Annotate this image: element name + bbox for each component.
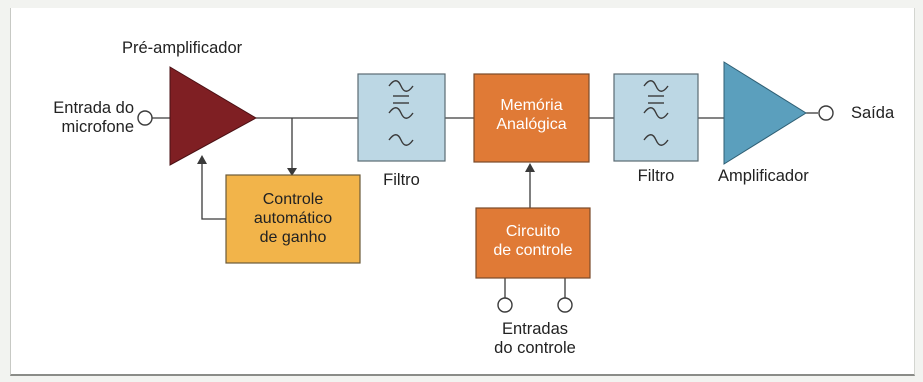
agc-label-line1: Controle [262, 191, 324, 208]
control-circuit-label-line2: de controle [493, 242, 573, 259]
diagram-frame [10, 8, 915, 376]
memory-label: Memória Analógica [474, 96, 589, 134]
control-input-terminal-left [497, 297, 513, 313]
microphone-input-terminal [137, 110, 153, 126]
filter2-symbol [643, 80, 669, 146]
control-circuit-label: Circuito de controle [476, 222, 590, 260]
agc-label-line3: de ganho [259, 229, 327, 246]
preamplifier-label: Pré-amplificador [122, 39, 243, 57]
output-label: Saída [851, 104, 895, 122]
preamplifier-triangle [169, 66, 258, 166]
agc-box [225, 174, 361, 264]
microphone-input-label-line2: microfone [61, 118, 134, 136]
microphone-input-label-line1: Entrada do [53, 99, 134, 117]
amplifier-triangle [723, 61, 807, 165]
memory-label-line1: Memória [500, 97, 563, 114]
amplifier-label: Amplificador [718, 167, 809, 185]
control-inputs-label-line2: do controle [494, 339, 576, 357]
memory-box [473, 73, 590, 163]
output-terminal [818, 105, 834, 121]
filter1-label: Filtro [383, 171, 420, 189]
arrow-up-to-memory [525, 163, 535, 172]
filter2-label: Filtro [637, 167, 675, 185]
wire-agc-feedback [201, 162, 226, 220]
control-circuit-box [475, 207, 591, 279]
control-inputs-label-line1: Entradas [501, 320, 569, 338]
agc-label-line2: automático [253, 210, 333, 227]
microphone-input-label: Entrada do microfone [28, 99, 134, 137]
control-inputs-label: Entradas do controle [470, 320, 600, 358]
filter2-box [613, 73, 699, 162]
arrow-down-to-agc [287, 168, 297, 176]
control-circuit-label-line1: Circuito [505, 223, 561, 240]
filter1-symbol [388, 80, 414, 146]
agc-label: Controle automático de ganho [226, 190, 360, 247]
control-input-terminal-right [557, 297, 573, 313]
memory-label-line2: Analógica [496, 116, 567, 133]
arrow-up-to-preamp [197, 155, 207, 164]
